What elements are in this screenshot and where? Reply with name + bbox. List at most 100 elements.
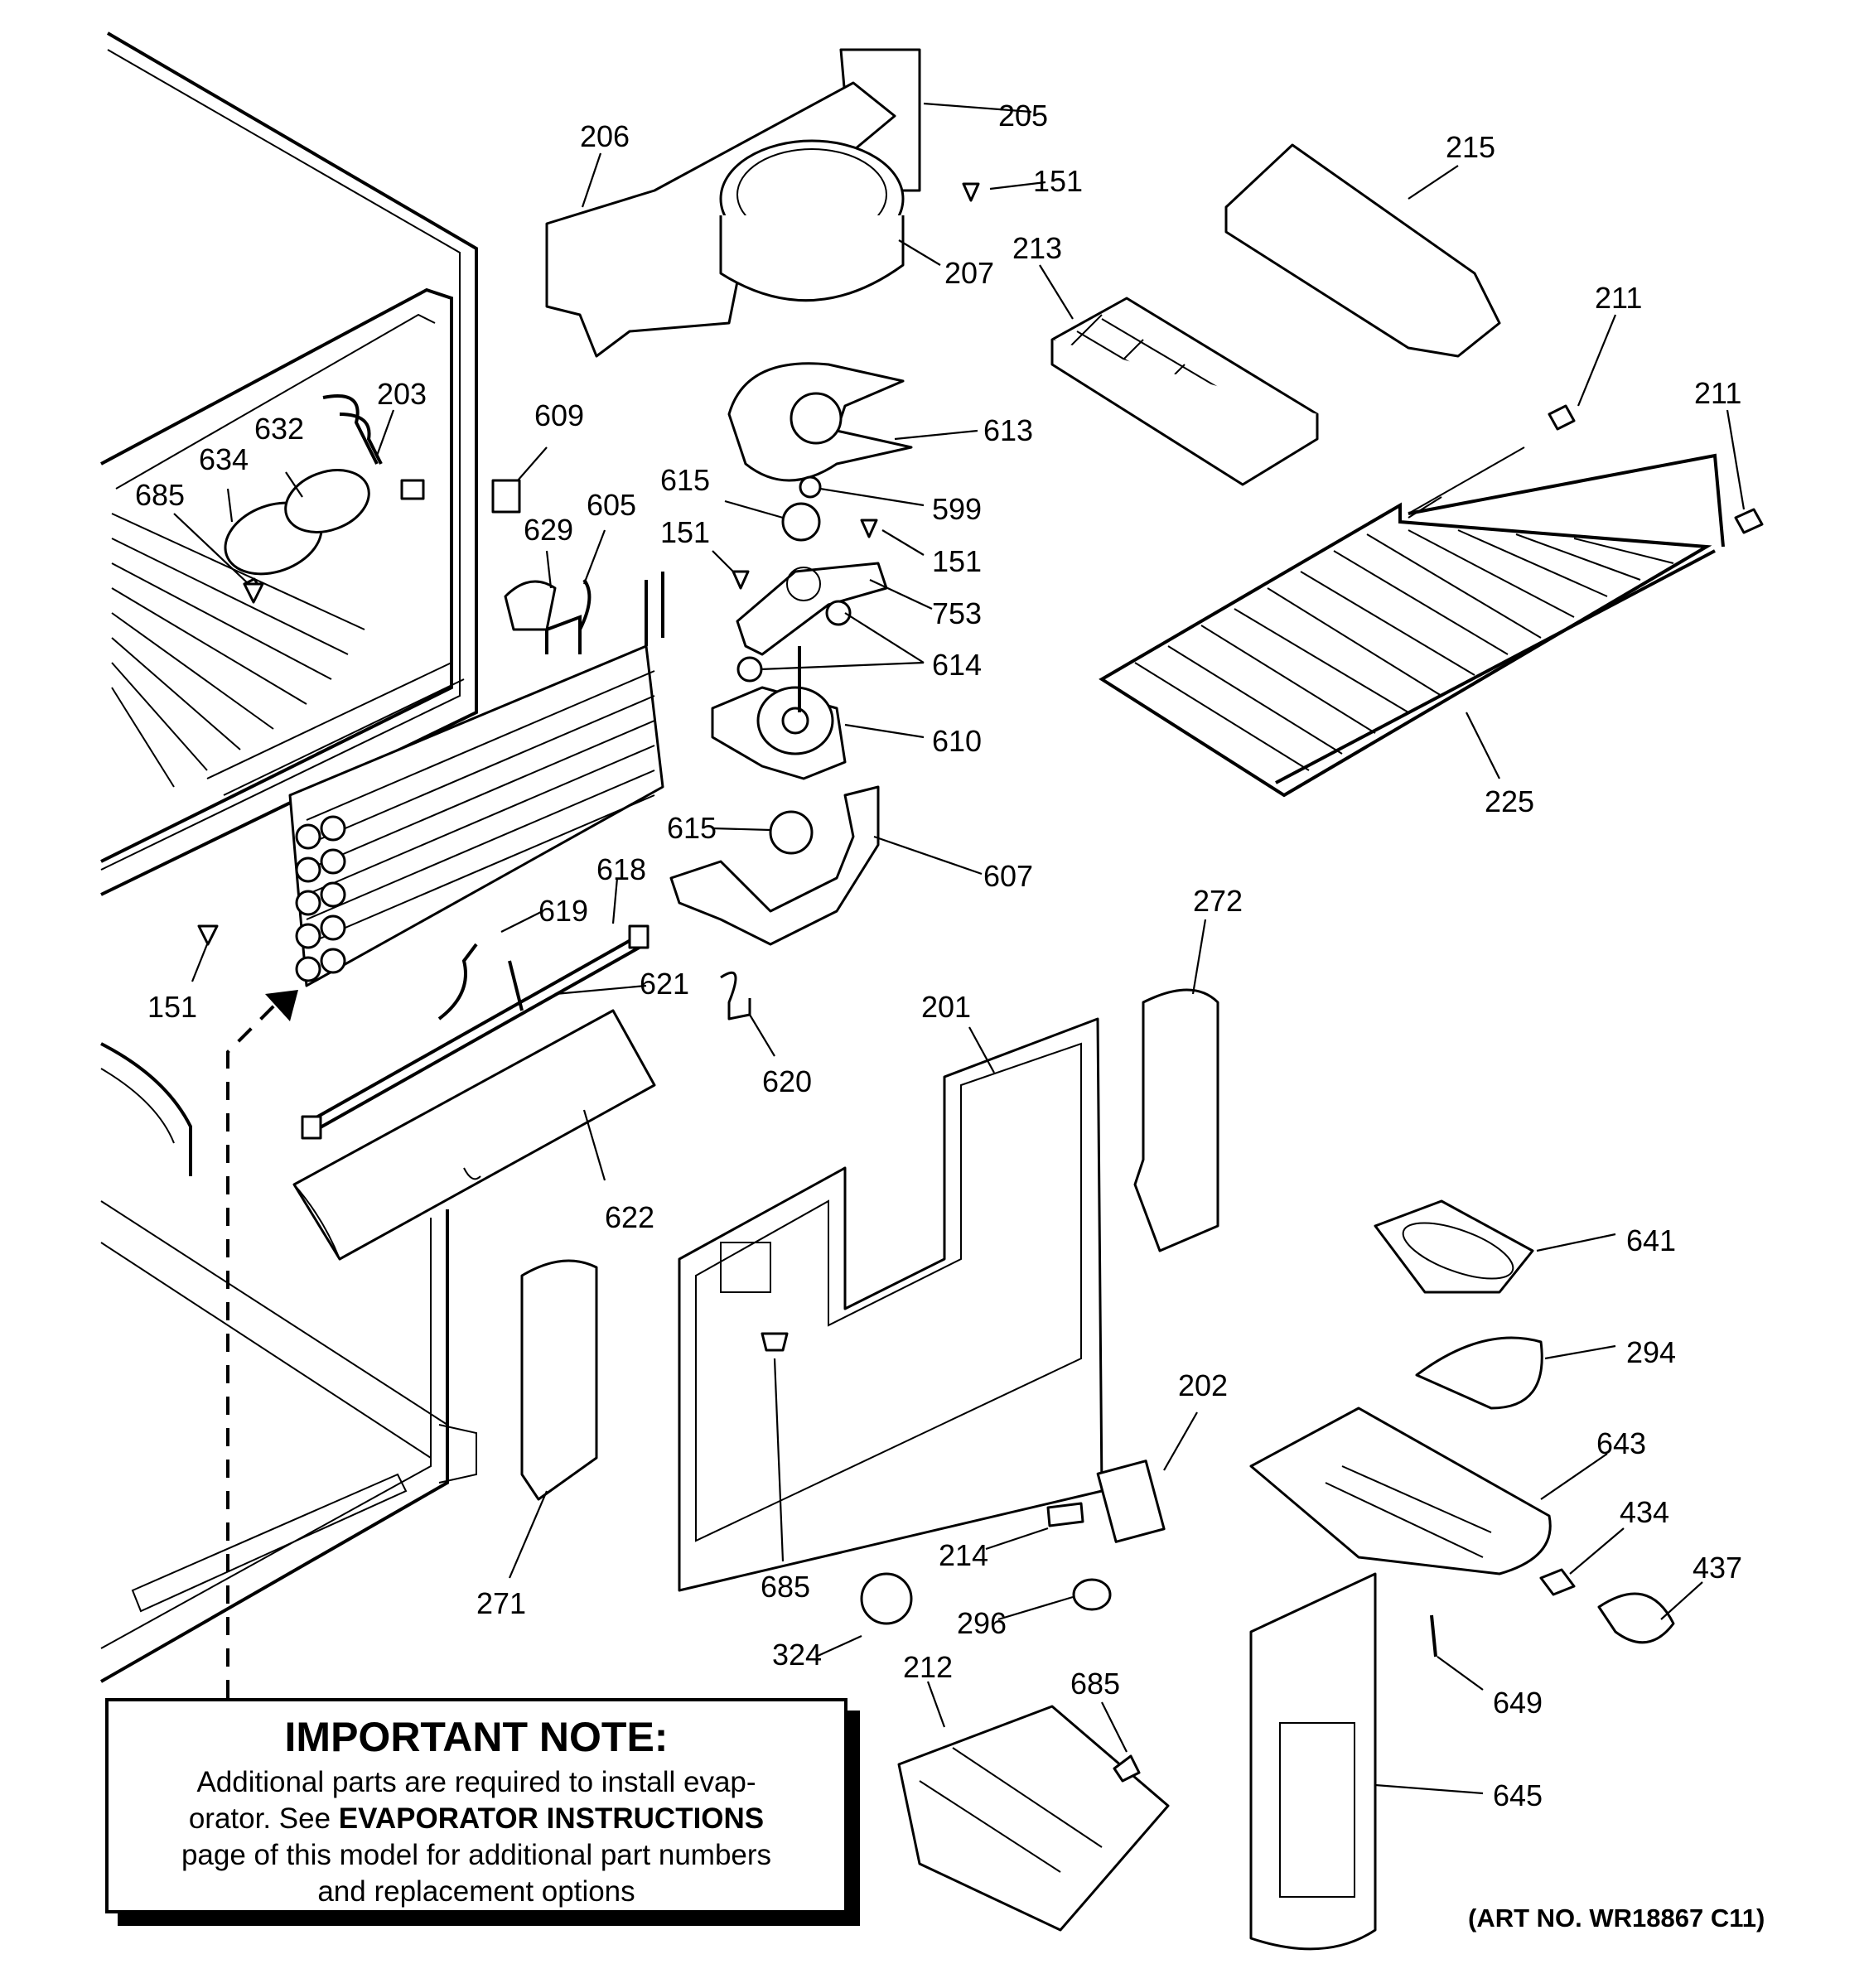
bulb-437	[1597, 1592, 1675, 1644]
ice-tray-213	[1050, 297, 1319, 486]
callout-151: 151	[1033, 164, 1083, 198]
callout-609: 609	[534, 398, 584, 432]
callout-622: 622	[605, 1200, 654, 1234]
light-housing-643	[1249, 1407, 1552, 1575]
install-arrow-head	[265, 990, 298, 1021]
callout-207: 207	[944, 256, 994, 290]
duct-212	[897, 1705, 1170, 1932]
callout-206: 206	[580, 119, 630, 153]
callout-324: 324	[772, 1638, 822, 1672]
note-line-2-text: orator. See	[188, 1802, 339, 1835]
screw-151d	[197, 924, 219, 946]
connector-609	[491, 479, 521, 514]
grommet-615a	[781, 502, 821, 542]
plug-620	[720, 971, 751, 1021]
insulation-272	[1133, 988, 1219, 1252]
callout-202: 202	[1178, 1368, 1228, 1402]
callout-685: 685	[135, 478, 185, 512]
fan-hub-599	[799, 475, 822, 499]
grille-202	[1096, 1460, 1166, 1543]
callout-619: 619	[538, 894, 588, 928]
button-324	[860, 1572, 913, 1625]
screw-151b	[732, 570, 750, 590]
screw-151a	[962, 182, 980, 202]
evaporator-instructions-reference: EVAPORATOR INSTRUCTIONS	[338, 1802, 765, 1835]
shelf-bin-215	[1224, 143, 1501, 358]
callout-629: 629	[524, 513, 573, 547]
callout-151: 151	[932, 544, 982, 578]
callout-645: 645	[1493, 1778, 1543, 1812]
grommet-614b	[736, 656, 763, 683]
note-title: IMPORTANT NOTE:	[284, 1714, 669, 1760]
screw-685a	[243, 582, 264, 604]
note-line-1: Additional parts are required to install…	[196, 1766, 756, 1798]
screw-214	[1046, 1502, 1084, 1527]
callout-599: 599	[932, 492, 982, 526]
tube-629	[504, 580, 557, 631]
callout-634: 634	[199, 442, 249, 476]
leader-lines	[173, 102, 1746, 1795]
callout-649: 649	[1493, 1686, 1543, 1720]
callout-434: 434	[1620, 1495, 1669, 1529]
socket-434	[1539, 1568, 1576, 1596]
grommet-615b	[769, 810, 814, 855]
plug-296	[1072, 1578, 1112, 1611]
callout-753: 753	[932, 596, 982, 630]
insulation-271	[520, 1259, 598, 1501]
callout-296: 296	[957, 1606, 1007, 1640]
callout-214: 214	[939, 1538, 988, 1572]
callout-151: 151	[660, 515, 710, 549]
cabinet-illustration	[100, 31, 478, 1683]
art-number: (ART NO. WR18867 C11)	[1468, 1904, 1765, 1933]
callout-151: 151	[147, 990, 197, 1024]
callout-294: 294	[1626, 1335, 1676, 1369]
light-shield-641	[1374, 1199, 1534, 1294]
wire-shelf-225	[1099, 446, 1725, 798]
cover-645-window	[1279, 1722, 1355, 1898]
callout-614: 614	[932, 648, 982, 682]
bracket-753	[736, 562, 888, 656]
defrost-heater	[301, 924, 650, 1140]
note-line-2: orator. See EVAPORATOR INSTRUCTIONS	[109, 1801, 844, 1837]
callout-203: 203	[377, 377, 427, 411]
ice-bucket-support	[545, 48, 921, 358]
screw-685c	[1113, 1754, 1141, 1783]
callout-605: 605	[587, 488, 636, 522]
evaporator-coil	[288, 572, 664, 987]
fan-blade-613	[727, 362, 913, 482]
callout-212: 212	[903, 1650, 953, 1684]
screw-151c	[860, 519, 878, 538]
callout-271: 271	[476, 1586, 526, 1620]
note-line-4: and replacement options	[317, 1875, 635, 1908]
important-note-box: IMPORTANT NOTE: Additional parts are req…	[105, 1698, 847, 1913]
evaporator-install-path	[226, 992, 287, 1698]
grommet-614a	[825, 600, 852, 626]
callout-215: 215	[1446, 130, 1495, 164]
callout-610: 610	[932, 724, 982, 758]
tube-605	[578, 578, 592, 630]
screw-685b	[761, 1332, 789, 1352]
callout-615: 615	[667, 811, 717, 845]
callout-437: 437	[1693, 1551, 1742, 1585]
fan-motor-610	[711, 646, 847, 780]
cover-645	[1249, 1572, 1377, 1951]
note-body: Additional parts are required to install…	[109, 1764, 844, 1910]
callout-618: 618	[596, 852, 646, 886]
callout-641: 641	[1626, 1223, 1676, 1257]
motor-bracket-607	[669, 785, 880, 946]
callout-272: 272	[1193, 884, 1243, 918]
callout-213: 213	[1012, 231, 1062, 265]
callout-685: 685	[1070, 1667, 1120, 1701]
callout-205: 205	[998, 99, 1048, 133]
drain-trough-622	[292, 1009, 656, 1261]
callout-607: 607	[983, 859, 1033, 893]
evaporator-cover-201	[678, 1017, 1103, 1592]
callout-211: 211	[1595, 281, 1642, 315]
callout-201: 201	[921, 990, 971, 1024]
callout-211: 211	[1694, 376, 1741, 410]
cover-294	[1415, 1336, 1543, 1410]
callout-632: 632	[254, 412, 304, 446]
shelf-stop-211a	[1548, 404, 1576, 431]
screw-649	[1430, 1614, 1437, 1657]
